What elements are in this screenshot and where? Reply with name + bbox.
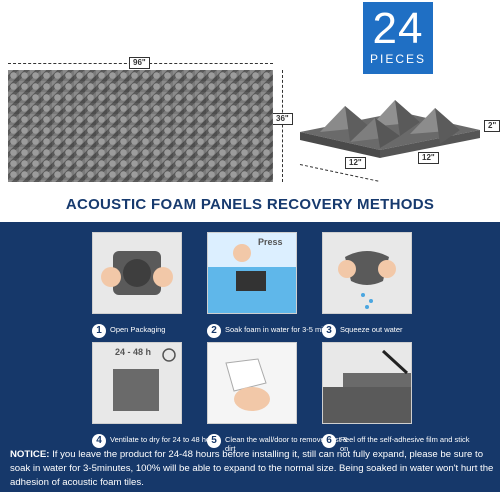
step-3: 3 Squeeze out water	[322, 232, 482, 352]
depth-label: 2"	[484, 120, 500, 132]
recovery-steps-panel: 1 Open Packaging Press 2 Soak foam in wa…	[0, 222, 500, 492]
single-foam-tile-image	[300, 100, 480, 158]
step-4: 24 - 48 h 4 Ventilate to dry for 24 to 4…	[92, 342, 252, 462]
drying-time-label: 24 - 48 h	[115, 347, 152, 357]
step-6: 6 Peel off the self-adhesive film and st…	[322, 342, 482, 462]
peel-stick-image	[322, 342, 412, 424]
step-5-text: Clean the wall/door to remove dust & dir…	[225, 435, 348, 453]
step-2: Press 2 Soak foam in water for 3-5 min	[207, 232, 367, 352]
foam-panels-wall-image	[8, 70, 273, 182]
pieces-badge: 24 PIECES	[363, 2, 433, 74]
step-3-number: 3	[322, 324, 336, 338]
notice-label: NOTICE:	[10, 449, 50, 460]
step-6-text: Peel off the self-adhesive film and stic…	[340, 435, 470, 453]
height-dimension-line	[282, 70, 283, 182]
tile-right-label: 12"	[418, 152, 439, 164]
page-title: ACOUSTIC FOAM PANELS RECOVERY METHODS	[65, 196, 435, 213]
step-1-text: Open Packaging	[110, 325, 166, 334]
pieces-count: 24	[372, 4, 424, 53]
step-1-number: 1	[92, 324, 106, 338]
step-2-number: 2	[207, 324, 221, 338]
notice-text: NOTICE: If you leave the product for 24-…	[10, 448, 494, 490]
ventilate-dry-image: 24 - 48 h	[92, 342, 182, 424]
clean-wall-image	[207, 342, 297, 424]
step-5: 5 Clean the wall/door to remove dust & d…	[207, 342, 367, 462]
step-4-text: Ventilate to dry for 24 to 48 hours	[110, 435, 221, 444]
tile-left-label: 12"	[345, 157, 366, 169]
height-label: 36"	[272, 113, 293, 125]
soak-foam-image: Press	[207, 232, 297, 314]
tile-left-dimension-line	[299, 164, 379, 182]
step-1: 1 Open Packaging	[92, 232, 252, 352]
product-header: 24 PIECES 96" 36" 2" 12" 12"	[0, 0, 500, 182]
step-4-number: 4	[92, 434, 106, 448]
step-5-number: 5	[207, 434, 221, 448]
step-3-text: Squeeze out water	[340, 325, 403, 334]
press-label: Press	[258, 237, 283, 247]
step-6-number: 6	[322, 434, 336, 448]
step-2-text: Soak foam in water for 3-5 min	[225, 325, 328, 334]
pieces-word: PIECES	[369, 52, 426, 66]
open-packaging-image	[92, 232, 182, 314]
width-label: 96"	[129, 57, 150, 69]
squeeze-water-image	[322, 232, 412, 314]
notice-body: If you leave the product for 24-48 hours…	[10, 449, 494, 488]
